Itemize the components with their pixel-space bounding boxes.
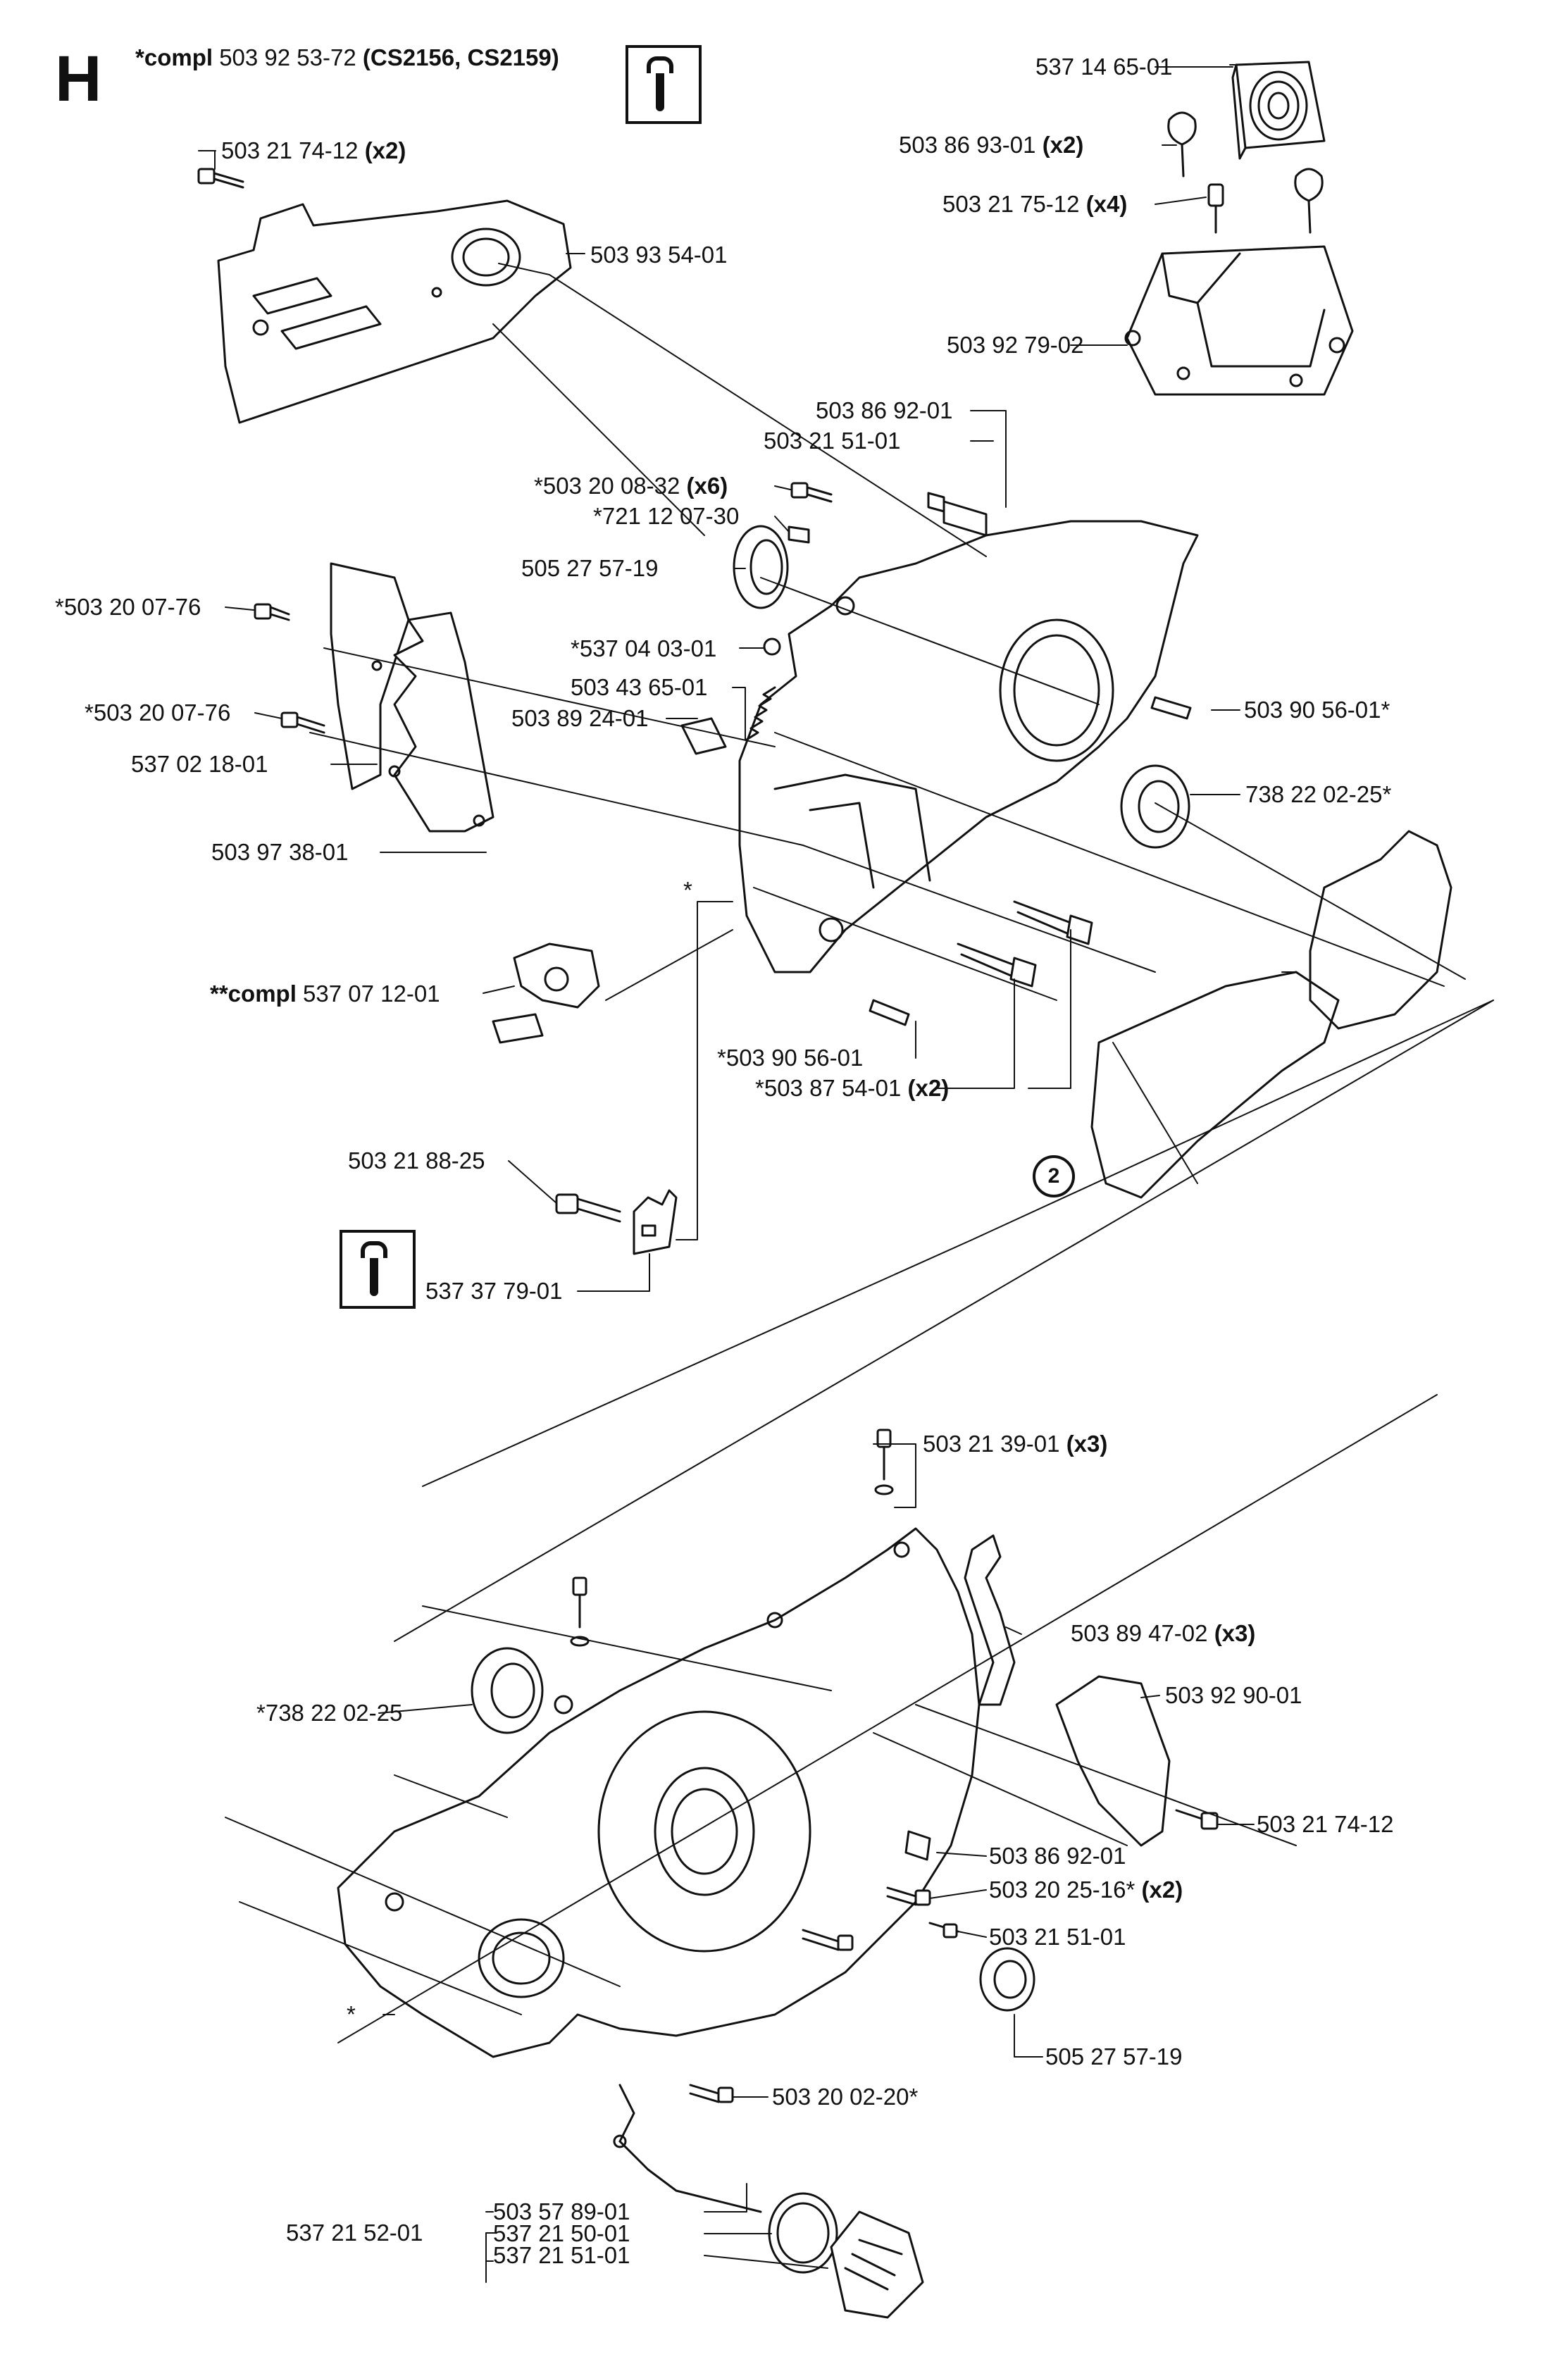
part-label[interactable]: *503 20 07-76 — [85, 699, 231, 726]
part-label[interactable]: **compl 537 07 12-01 — [210, 981, 440, 1007]
part-label[interactable]: 503 43 65-01 — [571, 674, 708, 700]
part-label[interactable]: *503 90 56-01 — [717, 1045, 864, 1071]
info-icon[interactable] — [626, 45, 702, 124]
seal-drawing — [733, 525, 789, 609]
part-label[interactable]: 505 27 57-19 — [1045, 2043, 1183, 2070]
part-label[interactable]: 537 02 18-01 — [131, 751, 268, 777]
leader-lines — [225, 1394, 1438, 2043]
part-label[interactable]: 505 27 57-19 — [521, 555, 659, 581]
guard-plate-drawing — [1055, 1675, 1171, 1847]
part-label[interactable]: *738 22 02-25 — [256, 1700, 403, 1726]
part-label[interactable]: *503 20 07-76 — [55, 594, 201, 620]
part-label[interactable]: 503 89 47-02 (x3) — [1071, 1620, 1256, 1646]
bolt-drawing — [555, 1193, 621, 1223]
fuel-cap-drawing — [613, 2084, 924, 2319]
info-icon[interactable] — [340, 1230, 416, 1309]
part-label[interactable]: 503 97 38-01 — [211, 839, 349, 865]
spring-drawing — [680, 637, 781, 755]
part-label[interactable]: 503 21 51-01 — [989, 1924, 1126, 1950]
part-label[interactable]: 503 93 54-01 — [590, 242, 728, 268]
part-label[interactable]: 503 86 92-01 — [816, 397, 953, 423]
part-label[interactable]: 503 21 88-25 — [348, 1147, 485, 1174]
part-label[interactable]: 503 92 90-01 — [1165, 1682, 1302, 1708]
part-label[interactable]: 503 20 25-16* (x2) — [989, 1877, 1183, 1903]
seal-drawing — [979, 1947, 1035, 2012]
part-label[interactable]: 503 21 74-12 (x2) — [221, 137, 406, 163]
damper-drawing — [964, 1534, 1016, 1706]
pin-drawing — [869, 696, 1192, 1026]
bolt-drawing — [957, 900, 1093, 988]
chain-tensioner-drawing — [492, 942, 600, 1044]
part-label[interactable]: 537 14 65-01 — [1035, 54, 1173, 80]
bearing-drawing — [1120, 764, 1190, 849]
screw-drawing — [197, 168, 244, 189]
label-leaders — [198, 66, 1255, 2283]
part-label[interactable]: 503 21 51-01 — [764, 428, 901, 454]
chain-cover-drawing — [217, 199, 572, 424]
callout-number: 2 — [1033, 1155, 1075, 1197]
screw-drawing — [254, 482, 988, 734]
part-label[interactable]: 503 21 39-01 (x3) — [923, 1431, 1108, 1457]
part-label[interactable]: *537 04 03-01 — [571, 635, 717, 661]
part-label[interactable]: 503 21 74-12 — [1257, 1811, 1394, 1837]
header-number: 503 92 53-72 — [219, 44, 356, 70]
part-label[interactable]: * — [347, 2001, 356, 2027]
part-label[interactable]: 537 37 79-01 — [425, 1278, 563, 1304]
bearing-drawing — [471, 1647, 544, 1734]
section-letter: H — [55, 43, 102, 115]
header-prefix: *compl — [135, 44, 213, 70]
gasket-drawing — [1090, 971, 1340, 1199]
part-label[interactable]: *721 12 07-30 — [593, 503, 740, 529]
part-label[interactable]: *503 87 54-01 (x2) — [755, 1075, 950, 1101]
plate-drawing — [633, 1189, 678, 1255]
assembly-header: *compl 503 92 53-72 (CS2156, CS2159) — [135, 44, 559, 72]
part-label[interactable]: 537 21 52-01 — [286, 2220, 423, 2246]
gasket-drawing — [1309, 830, 1452, 1030]
knob-drawing — [1167, 111, 1324, 234]
part-label[interactable]: * — [683, 877, 692, 903]
part-label[interactable]: 503 21 75-12 (x4) — [942, 191, 1128, 217]
part-label[interactable]: 503 86 93-01 (x2) — [899, 132, 1084, 158]
cylinder-cover-drawing — [1124, 245, 1354, 396]
part-label[interactable]: 738 22 02-25* — [1245, 781, 1392, 807]
part-label[interactable]: 503 57 89-01 — [493, 2198, 630, 2224]
part-label[interactable]: 537 21 50-01 — [493, 2220, 630, 2246]
part-label[interactable]: 503 86 92-01 — [989, 1843, 1126, 1869]
part-label[interactable]: 503 90 56-01* — [1244, 697, 1390, 723]
air-filter-cover-drawing — [1231, 61, 1326, 160]
screw-drawing — [570, 1429, 1219, 2103]
part-label[interactable]: 503 89 24-01 — [511, 705, 649, 731]
part-label[interactable]: 503 20 02-20* — [772, 2084, 919, 2110]
leader-lines — [309, 64, 1494, 1642]
bumper-spike-drawing — [330, 562, 494, 833]
part-label[interactable]: 503 92 79-02 — [947, 332, 1084, 358]
part-label[interactable]: 537 21 51-01 — [493, 2242, 630, 2268]
part-label[interactable]: *503 20 08-32 (x6) — [534, 473, 728, 499]
crankcase-half-drawing — [738, 520, 1199, 973]
header-models: (CS2156, CS2159) — [362, 44, 559, 70]
crankcase-half-drawing — [337, 1527, 981, 2058]
